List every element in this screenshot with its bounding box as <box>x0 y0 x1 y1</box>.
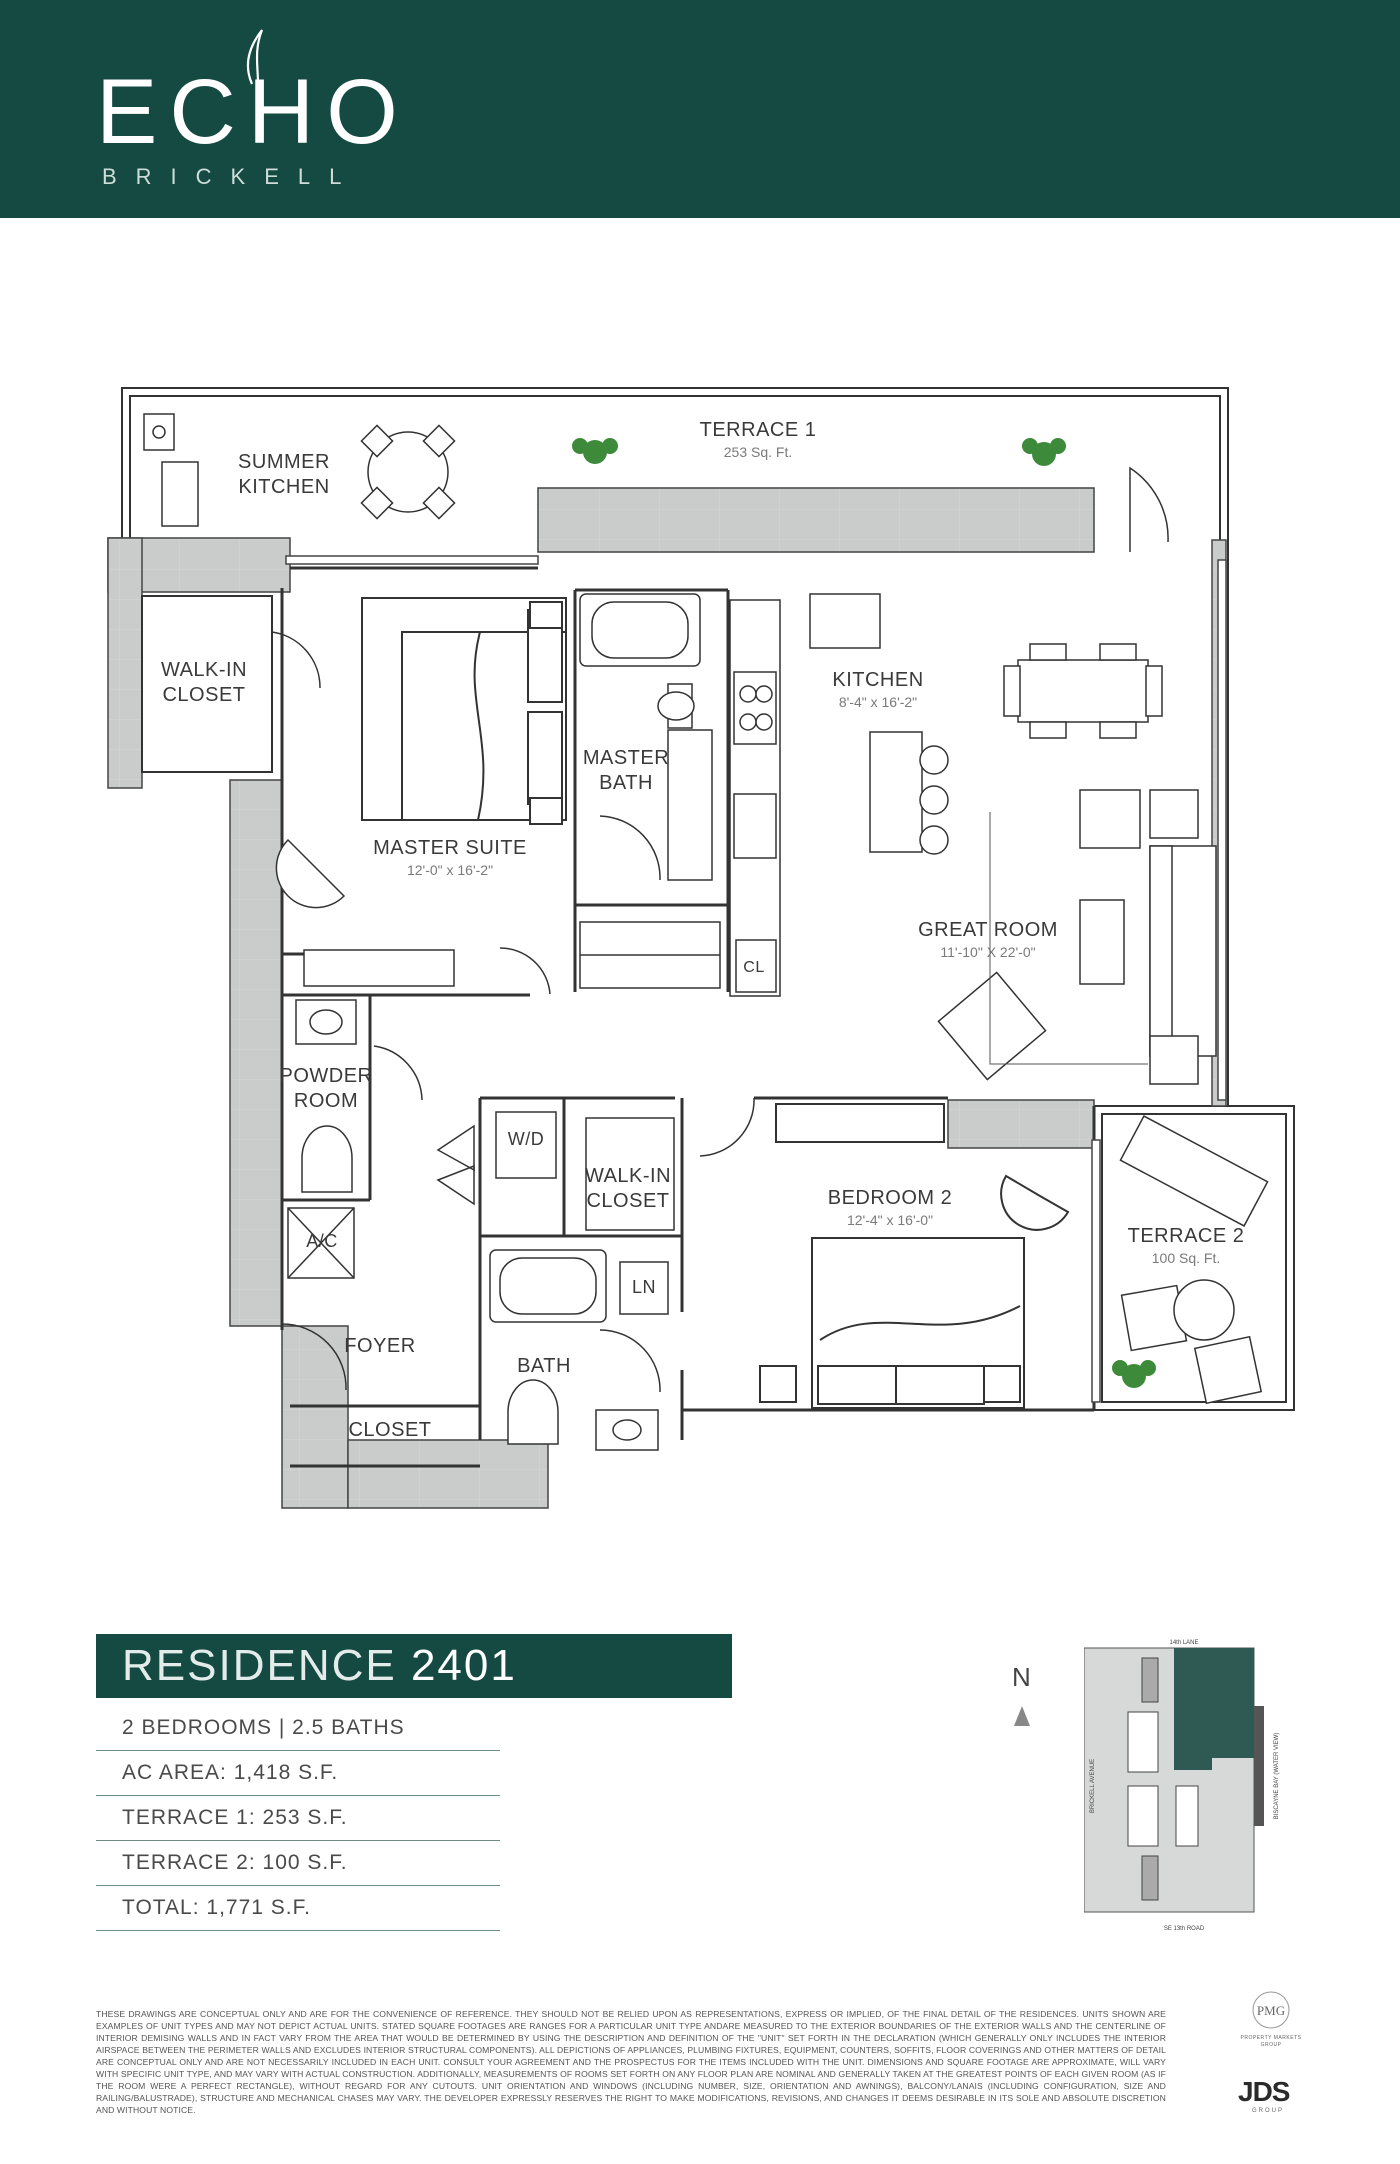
terrace-dining-table <box>360 424 456 520</box>
brand-location: BRICKELL <box>102 164 361 189</box>
terrace-1-label: TERRACE 1 <box>699 419 817 441</box>
jds-sub: GROUP <box>1252 2108 1285 2114</box>
powder-room-line2: ROOM <box>293 1090 359 1112</box>
master-suite-dim: 12'-0" x 16'-2" <box>406 862 494 878</box>
master-suite-label: MASTER SUITE <box>373 837 527 859</box>
jds-logo: JDS <box>1238 2076 1290 2107</box>
residence-label: RESIDENCE <box>122 1641 397 1690</box>
residence-title: RESIDENCE 2401 <box>122 1644 517 1688</box>
keyplan-street-right: BISCAYNE BAY (WATER VIEW) <box>1274 1733 1280 1820</box>
ac-closet <box>287 1207 355 1279</box>
walk-in-closet-2-line1: WALK-IN <box>584 1165 672 1187</box>
kitchen-fixtures <box>729 593 949 997</box>
door-swings <box>271 631 755 1393</box>
powder-room-label: POWDER ROOM <box>280 1064 373 1114</box>
closet-label: CLOSET <box>348 1419 432 1441</box>
ln-label: LN <box>631 1277 657 1297</box>
master-bed <box>361 597 567 825</box>
master-bath-line1: MASTER <box>582 747 670 769</box>
legal-disclaimer: THESE DRAWINGS ARE CONCEPTUAL ONLY AND A… <box>96 2009 1166 2115</box>
walk-in-closet-master-line1: WALK-IN <box>160 659 248 681</box>
exterior-walls <box>107 487 1227 1509</box>
pmg-logo: PMG PROPERTY MARKETS GROUP <box>1236 1990 1306 2049</box>
pmg-sub-line2: GROUP <box>1260 2042 1282 2048</box>
terrace-railing <box>121 387 1295 1411</box>
spec-total: TOTAL: 1,771 S.F. <box>96 1886 500 1931</box>
bedroom-2-bed <box>759 1103 1070 1409</box>
bedroom-2-label: BEDROOM 2 <box>827 1187 953 1209</box>
summer-kitchen-line1: SUMMER <box>238 451 330 473</box>
spec-bedrooms-baths: 2 BEDROOMS | 2.5 BATHS <box>96 1706 500 1751</box>
pmg-mark: PMG <box>1257 2003 1285 2018</box>
bedroom-2-dim: 12'-4" x 16'-0" <box>846 1212 934 1228</box>
spec-terrace-2: TERRACE 2: 100 S.F. <box>96 1841 500 1886</box>
walk-in-closet-2-line2: CLOSET <box>586 1190 670 1212</box>
dining-table <box>1003 643 1163 739</box>
north-label: N <box>1012 1662 1031 1692</box>
master-bath-fixtures <box>579 593 721 989</box>
powder-room-line1: POWDER <box>279 1065 373 1087</box>
walk-in-closet-master <box>141 595 273 773</box>
pmg-sub-line1: PROPERTY MARKETS <box>1240 2035 1302 2041</box>
keyplan-street-left: BRICKELL AVENUE <box>1090 1759 1096 1813</box>
brand-name: ECHO <box>96 61 410 163</box>
laundry-closet <box>495 1111 675 1231</box>
summer-kitchen-fixtures <box>143 413 199 527</box>
summer-kitchen-line2: KITCHEN <box>238 476 330 498</box>
terrace-2-label: TERRACE 2 <box>1127 1225 1245 1247</box>
residence-specs: 2 BEDROOMS | 2.5 BATHS AC AREA: 1,418 S.… <box>96 1706 500 1931</box>
bath-fixtures <box>489 1249 669 1451</box>
foyer-label: FOYER <box>344 1335 416 1357</box>
kitchen-dim: 8'-4" x 16'-2" <box>838 694 918 710</box>
ac-label: A/C <box>306 1231 338 1251</box>
plant-icon <box>572 438 1156 1388</box>
great-room-dim: 11'-10" X 22'-0" <box>940 944 1036 960</box>
brand-flame-mark <box>246 29 264 85</box>
walk-in-closet-2-label: WALK-IN CLOSET <box>585 1164 671 1214</box>
great-room-seating <box>937 789 1217 1085</box>
pmg-seal-icon: PMG <box>1252 1991 1290 2029</box>
spec-terrace-1: TERRACE 1: 253 S.F. <box>96 1796 500 1841</box>
great-room-label: GREAT ROOM <box>918 919 1058 941</box>
cl-label: CL <box>743 959 765 976</box>
terrace-door <box>1129 466 1169 552</box>
summer-kitchen-label: SUMMER KITCHEN <box>238 450 330 500</box>
wd-label: W/D <box>507 1129 545 1149</box>
keyplan-street-bottom: SE 13th ROAD <box>1164 1926 1205 1932</box>
master-bath-line2: BATH <box>599 772 653 794</box>
key-plan: 14th LANE SE 13th ROAD BRICKELL AVENUE B… <box>1084 1636 1290 1946</box>
kitchen-label: KITCHEN <box>832 669 924 691</box>
keyplan-street-top: 14th LANE <box>1169 1640 1198 1646</box>
spec-ac-area: AC AREA: 1,418 S.F. <box>96 1751 500 1796</box>
powder-room-fixtures <box>295 999 357 1193</box>
master-suite-furniture <box>275 838 455 987</box>
walk-in-closet-master-label: WALK-IN CLOSET <box>161 658 247 708</box>
bath-label: BATH <box>517 1355 571 1377</box>
north-arrow-icon <box>1014 1706 1030 1726</box>
floor-plan <box>107 387 1295 1509</box>
interior-walls <box>280 566 1096 1468</box>
header-bar: ECHO BRICKELL <box>0 0 1400 218</box>
walk-in-closet-master-line2: CLOSET <box>162 684 246 706</box>
terrace-1-dim: 253 Sq. Ft. <box>723 444 793 460</box>
residence-title-bar: RESIDENCE 2401 <box>96 1634 732 1698</box>
terrace-2-furniture <box>1119 1115 1269 1405</box>
residence-number: 2401 <box>410 1641 517 1690</box>
terrace-2-dim: 100 Sq. Ft. <box>1151 1250 1221 1266</box>
master-bath-label: MASTER BATH <box>583 746 669 796</box>
windows <box>285 555 1227 1403</box>
